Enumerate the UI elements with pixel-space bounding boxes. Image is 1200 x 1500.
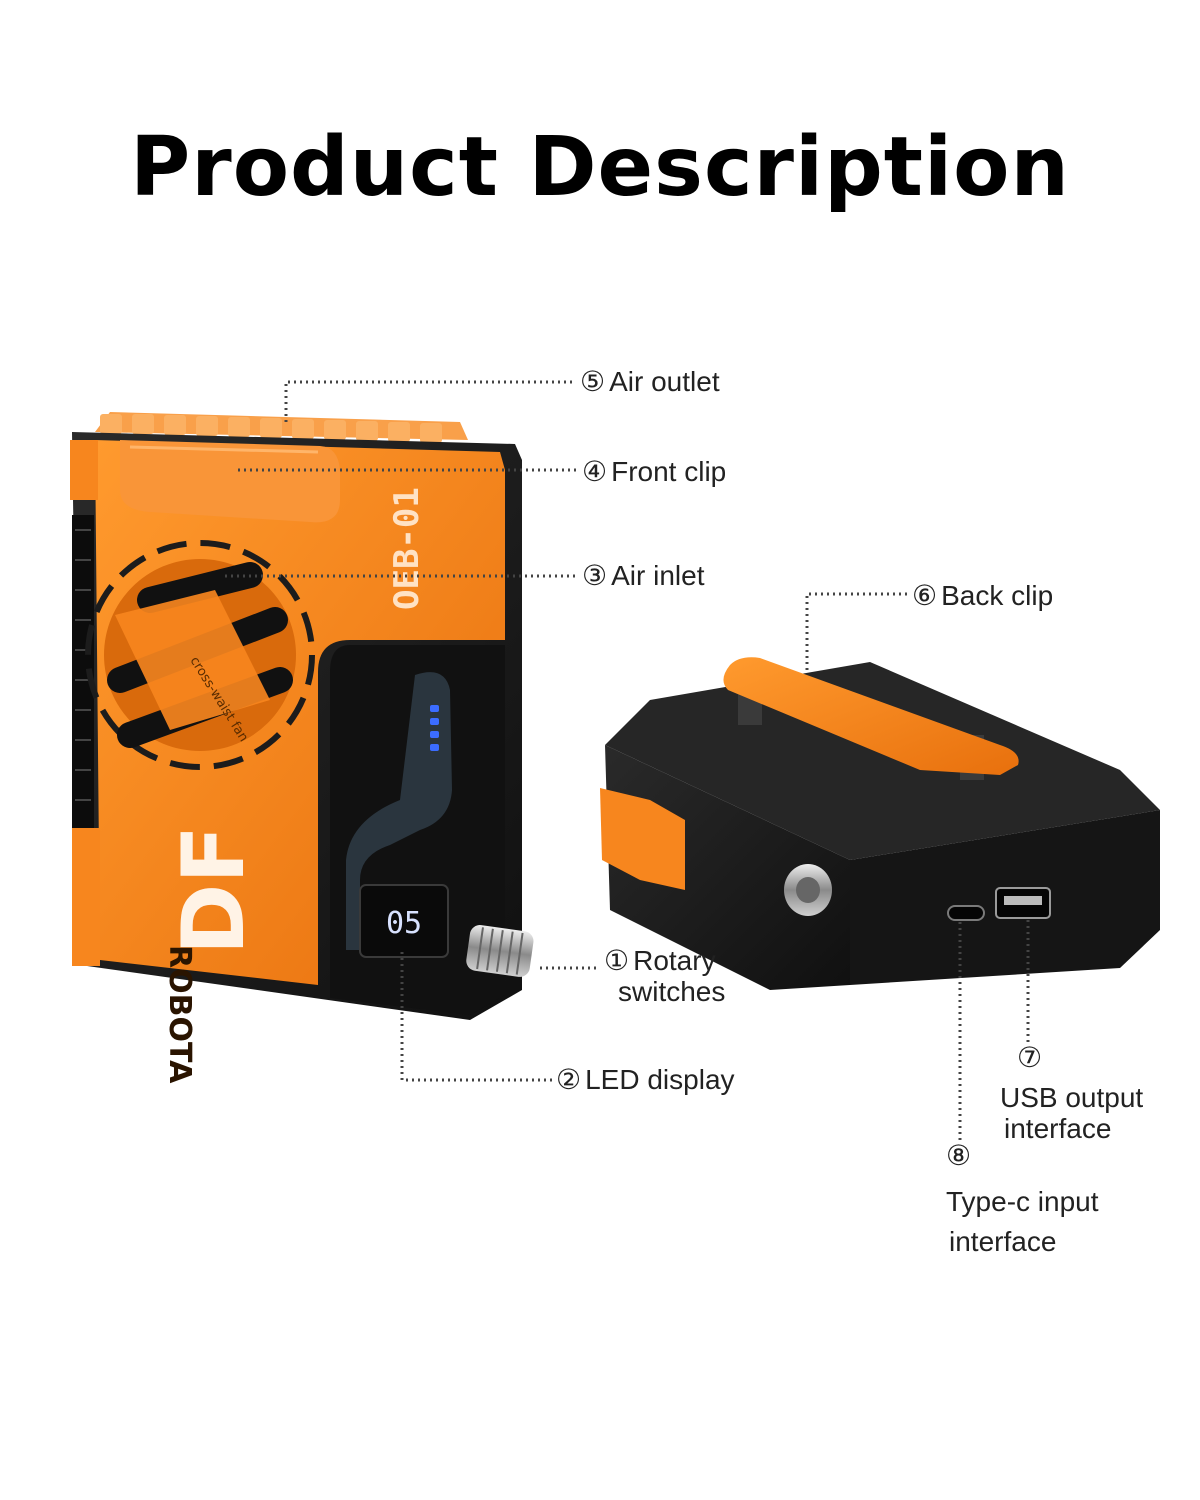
label-led-number: ② — [556, 1064, 582, 1095]
label-usb-line1: USB output — [1000, 1082, 1144, 1113]
air-outlet-fins — [95, 412, 468, 443]
page-title: Product Description — [130, 120, 1070, 215]
label-air-outlet-text: Air outlet — [609, 366, 720, 397]
label-rotary-line2: switches — [618, 976, 726, 1007]
label-air-outlet-number: ⑤ — [580, 366, 606, 397]
label-back-clip-text: Back clip — [941, 580, 1054, 611]
label-back-clip-number: ⑥ — [912, 580, 938, 611]
label-front-clip-number: ④ — [582, 456, 608, 487]
label-usb-output: USB output interface — [1000, 1082, 1143, 1144]
label-usb-line2: interface — [1004, 1113, 1112, 1144]
type-c-port — [947, 905, 985, 921]
label-rotary-number: ① — [604, 945, 630, 976]
usb-port — [995, 887, 1051, 919]
label-led-text: LED display — [585, 1064, 735, 1095]
leader-lines — [225, 380, 1030, 1140]
label-typec-input: Type-c input interface — [946, 1182, 1099, 1262]
label-rotary-line1: Rotary — [633, 945, 716, 976]
battery-indicator — [430, 705, 439, 751]
brand-text: ROBOTA — [162, 945, 197, 1084]
air-inlet: cross-waist fan — [85, 540, 315, 770]
label-usb-number: ⑦ — [1017, 1042, 1043, 1073]
back-knob — [784, 864, 832, 916]
led-value: 05 — [386, 906, 422, 941]
led-display: 05 — [359, 884, 449, 958]
front-clip — [120, 440, 340, 523]
front-device: cross-waist fan OEB-01 DF ROBOTA 05 — [70, 412, 534, 1084]
label-typec-number: ⑧ — [946, 1140, 972, 1171]
rotary-knob — [466, 925, 534, 977]
model-text: OEB-01 — [387, 487, 427, 610]
label-air-inlet-number: ③ — [582, 560, 608, 591]
brand-logo-text: DF — [164, 825, 264, 955]
back-device — [600, 657, 1160, 990]
back-clip — [723, 657, 1019, 780]
label-typec-line2: interface — [949, 1226, 1057, 1257]
label-front-clip-text: Front clip — [611, 456, 727, 487]
label-air-inlet-text: Air inlet — [611, 560, 705, 591]
label-typec-line1: Type-c input — [946, 1186, 1099, 1217]
